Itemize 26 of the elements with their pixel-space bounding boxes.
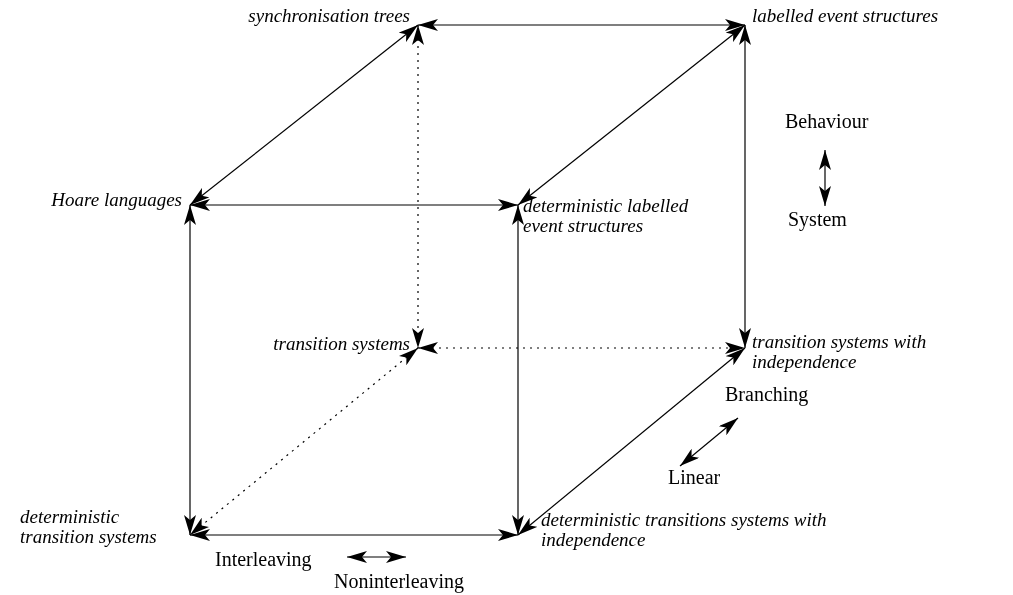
axis-label: Interleaving	[215, 548, 312, 570]
axis-label: Behaviour	[785, 110, 869, 132]
axis-label: Linear	[668, 466, 721, 488]
arrow	[517, 24, 746, 206]
arrow	[417, 19, 746, 31]
arrow	[189, 529, 519, 541]
arrow	[189, 24, 419, 206]
node-label: deterministic labelled event structures	[523, 196, 723, 236]
node-label: deterministic transition systems	[20, 507, 196, 547]
arrow	[184, 204, 196, 536]
dotted-arrow	[412, 24, 424, 349]
arrow	[739, 24, 751, 349]
axis-label: System	[788, 208, 847, 230]
arrow	[189, 199, 519, 211]
axis-label: Branching	[725, 383, 809, 405]
node-label: Hoare languages	[51, 190, 182, 210]
node-label: transition systems with independence	[752, 332, 942, 372]
node-label: synchronisation trees	[248, 6, 410, 26]
node-label: transition systems	[273, 334, 410, 354]
node-label: labelled event structures	[752, 6, 939, 26]
arrow	[512, 204, 524, 536]
dotted-arrow	[417, 342, 746, 354]
axis-label: Noninterleaving	[334, 570, 464, 592]
arrow	[517, 347, 746, 536]
node-label: deterministic transitions systems with independence	[541, 510, 881, 550]
dotted-arrow	[189, 347, 419, 536]
